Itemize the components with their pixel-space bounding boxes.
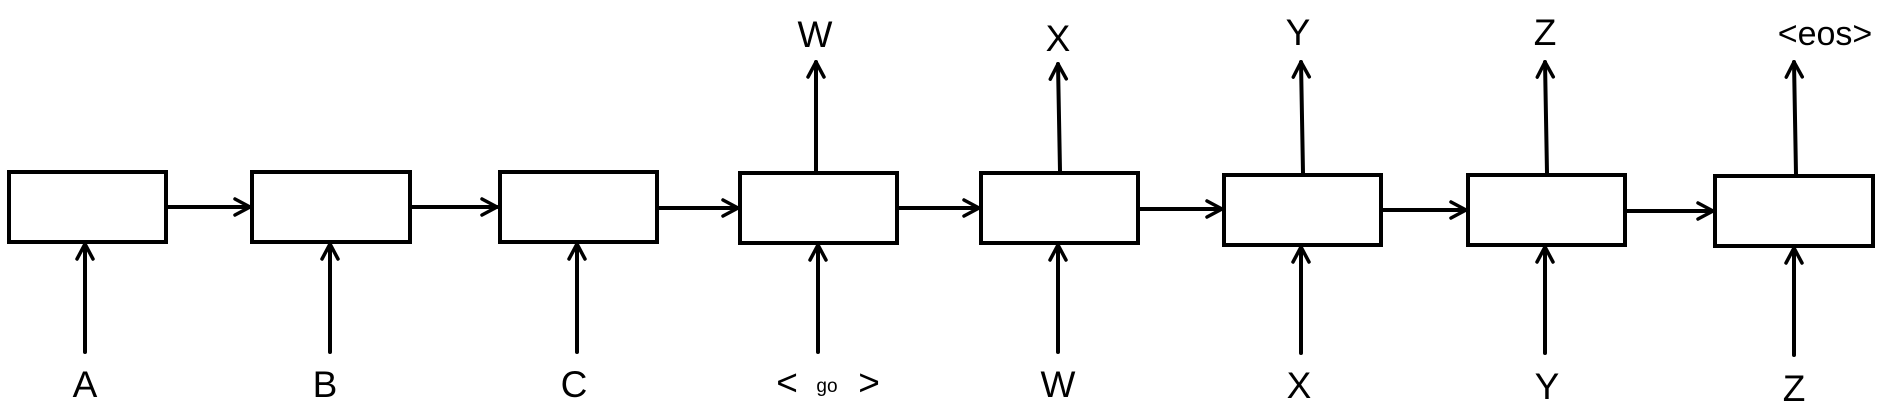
input-label-4-open: <: [776, 362, 798, 403]
input-label-6: X: [1287, 365, 1312, 406]
output-label-4: W: [798, 14, 833, 55]
output-label-8: <eos>: [1778, 15, 1873, 53]
input-label-4-close: >: [858, 362, 880, 403]
output-arrow-7: [1535, 60, 1556, 175]
input-label-4-go: go: [816, 376, 837, 397]
input-label-3: C: [561, 364, 588, 405]
rnn-cell-7: [1466, 173, 1627, 247]
output-arrow-6: [1291, 60, 1312, 175]
rnn-cell-1: [7, 170, 168, 244]
input-label-8: Z: [1783, 368, 1806, 409]
rnn-cell-3: [498, 170, 659, 244]
output-arrow-5: [1048, 62, 1069, 173]
input-label-7: Y: [1535, 366, 1560, 407]
input-label-5: W: [1041, 364, 1076, 405]
output-label-7: Z: [1534, 12, 1557, 53]
rnn-cell-2: [250, 170, 412, 244]
input-label-2: B: [313, 364, 338, 405]
rnn-cell-6: [1222, 173, 1383, 247]
output-label-5: X: [1046, 18, 1071, 59]
output-arrow-8: [1784, 60, 1805, 176]
rnn-cell-4: [738, 171, 899, 245]
input-label-1: A: [73, 364, 98, 405]
output-label-6: Y: [1286, 12, 1311, 53]
rnn-cell-5: [979, 171, 1140, 245]
rnn-cell-8: [1713, 174, 1875, 248]
